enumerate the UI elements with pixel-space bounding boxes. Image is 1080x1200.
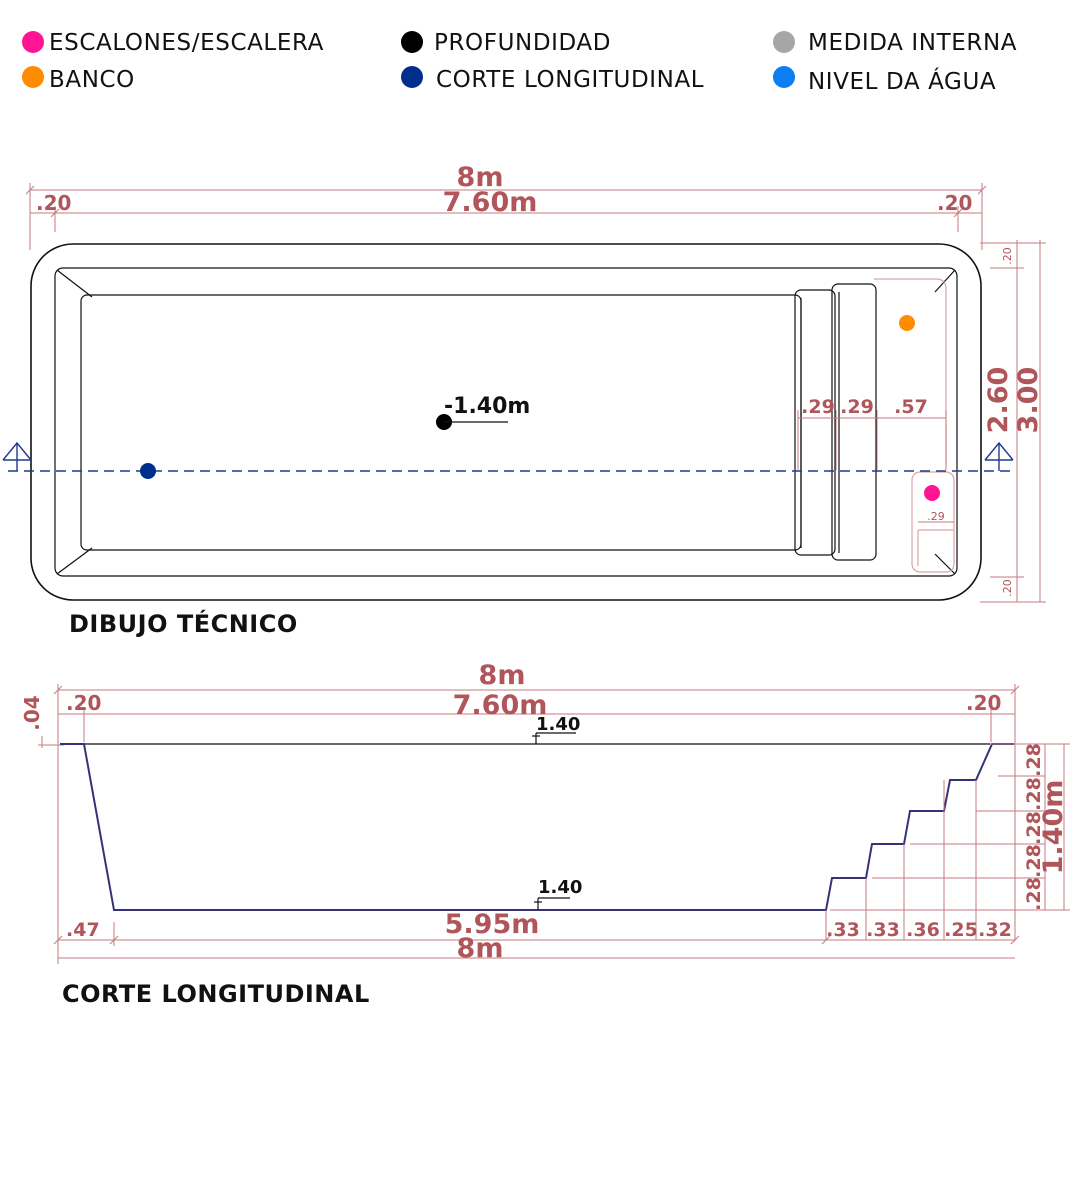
- legend-label-banco: BANCO: [49, 67, 135, 93]
- section-step-height-5: .28: [1023, 877, 1045, 911]
- plan-total-width: 3.00: [1013, 367, 1044, 434]
- section-slope-left: .47: [66, 919, 100, 941]
- legend-dot-banco: [22, 66, 44, 88]
- legend-dot-corte-longitudinal: [401, 66, 423, 88]
- plan-ladder-dim: .29: [927, 510, 945, 523]
- section-border-left: .20: [66, 691, 101, 715]
- plan-right-dimensions: 2.60 3.00 .20 .20: [980, 240, 1046, 603]
- section-top-dimensions: 8m 7.60m .20 .20 .04: [20, 660, 1020, 750]
- section-arrow-right-icon: [984, 441, 1014, 471]
- plan-depth-label: -1.40m: [444, 394, 530, 419]
- section-floor-level: 1.40: [538, 877, 582, 898]
- section-total-length-top: 8m: [479, 660, 526, 691]
- plan-title: DIBUJO TÉCNICO: [69, 609, 298, 638]
- plan-bench-marker: [899, 315, 915, 331]
- legend-label-escalones: ESCALONES/ESCALERA: [49, 30, 324, 56]
- plan-bench-dim: .57: [894, 396, 928, 418]
- section-inner-length: 7.60m: [453, 690, 548, 721]
- section-arrow-left-icon: [2, 441, 32, 471]
- plan-step-1-dim: .29: [801, 396, 835, 418]
- legend-label-medida-interna: MEDIDA INTERNA: [808, 30, 1017, 56]
- plan-step-1: [794, 289, 836, 556]
- section-water-level: 1.40: [536, 714, 580, 735]
- section-step-height-1: .28: [1023, 743, 1045, 777]
- section-depth: 1.40m: [1038, 780, 1069, 875]
- plan-section-marker: [140, 463, 156, 479]
- section-step-height-2: .28: [1023, 777, 1045, 811]
- plan-step-2: [831, 283, 877, 561]
- plan-total-length: 8m: [457, 162, 504, 193]
- section-border-right: .20: [966, 691, 1001, 715]
- plan-view: 8m 7.60m .20 .20 2.60 3.00 .20 .20: [2, 162, 1046, 638]
- section-step-height-4: .28: [1023, 844, 1045, 878]
- plan-stair-marker: [924, 485, 940, 501]
- section-bottom-dimensions: .47 5.95m 8m .33 .33 .36 .25 .32: [53, 750, 1020, 964]
- legend-label-profundidad: PROFUNDIDAD: [434, 30, 611, 56]
- plan-border-right: .20: [937, 191, 972, 215]
- plan-border-left: .20: [36, 191, 71, 215]
- plan-border-bottom: .20: [1001, 579, 1014, 597]
- plan-step-dimensions: .29 .29 .57: [797, 396, 947, 470]
- section-title: CORTE LONGITUDINAL: [62, 980, 370, 1008]
- plan-top-dimensions: 8m 7.60m .20 .20: [25, 162, 987, 250]
- section-step-width-2: .33: [866, 919, 900, 941]
- legend-dot-medida-interna: [773, 31, 795, 53]
- section-view: 8m 7.60m .20 .20 .04 1.40 1.40: [20, 660, 1070, 1008]
- section-floor-length: 5.95m: [445, 909, 540, 940]
- legend-dot-profundidad: [401, 31, 423, 53]
- section-step-width-4: .25: [944, 919, 978, 941]
- section-step-width-1: .33: [826, 919, 860, 941]
- section-stair-guides: [825, 743, 1070, 940]
- legend-dot-escalones: [22, 31, 44, 53]
- plan-inner-width: 2.60: [983, 367, 1014, 434]
- section-lip: .04: [20, 695, 44, 730]
- plan-inner-rim: [54, 267, 958, 577]
- section-step-heights: .28 .28 .28 .28 .28 1.40m: [1023, 743, 1069, 911]
- section-step-height-3: .28: [1023, 811, 1045, 845]
- legend: ESCALONES/ESCALERA PROFUNDIDAD MEDIDA IN…: [22, 30, 1017, 95]
- plan-inner-length: 7.60m: [443, 187, 538, 218]
- legend-dot-nivel-agua: [773, 66, 795, 88]
- plan-step-2-dim: .29: [840, 396, 874, 418]
- plan-bench-outline: [874, 278, 947, 465]
- plan-outer-border: [30, 243, 982, 601]
- legend-label-corte-longitudinal: CORTE LONGITUDINAL: [436, 67, 704, 93]
- plan-border-top: .20: [1001, 247, 1014, 265]
- plan-steps: [794, 283, 877, 561]
- section-total-length-bottom: 8m: [457, 933, 504, 964]
- section-pool-profile: [60, 743, 1014, 911]
- section-step-width-5: .32: [978, 919, 1012, 941]
- legend-label-nivel-agua: NIVEL DA ÁGUA: [808, 67, 996, 95]
- section-step-width-3: .36: [906, 919, 940, 941]
